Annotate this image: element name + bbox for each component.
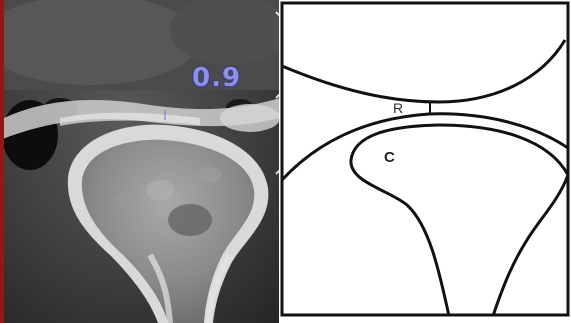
schematic-frame xyxy=(282,3,568,315)
joint-schematic: R C xyxy=(279,0,571,323)
label-c: C xyxy=(384,149,395,166)
schematic-panel: R C xyxy=(279,0,571,323)
measurement-label: 0.9 xyxy=(192,63,241,93)
ct-scan-image xyxy=(0,0,280,323)
label-r: R xyxy=(393,100,403,116)
panel-border-accent xyxy=(0,0,4,323)
ct-scan-panel: 0.9 xyxy=(0,0,280,323)
